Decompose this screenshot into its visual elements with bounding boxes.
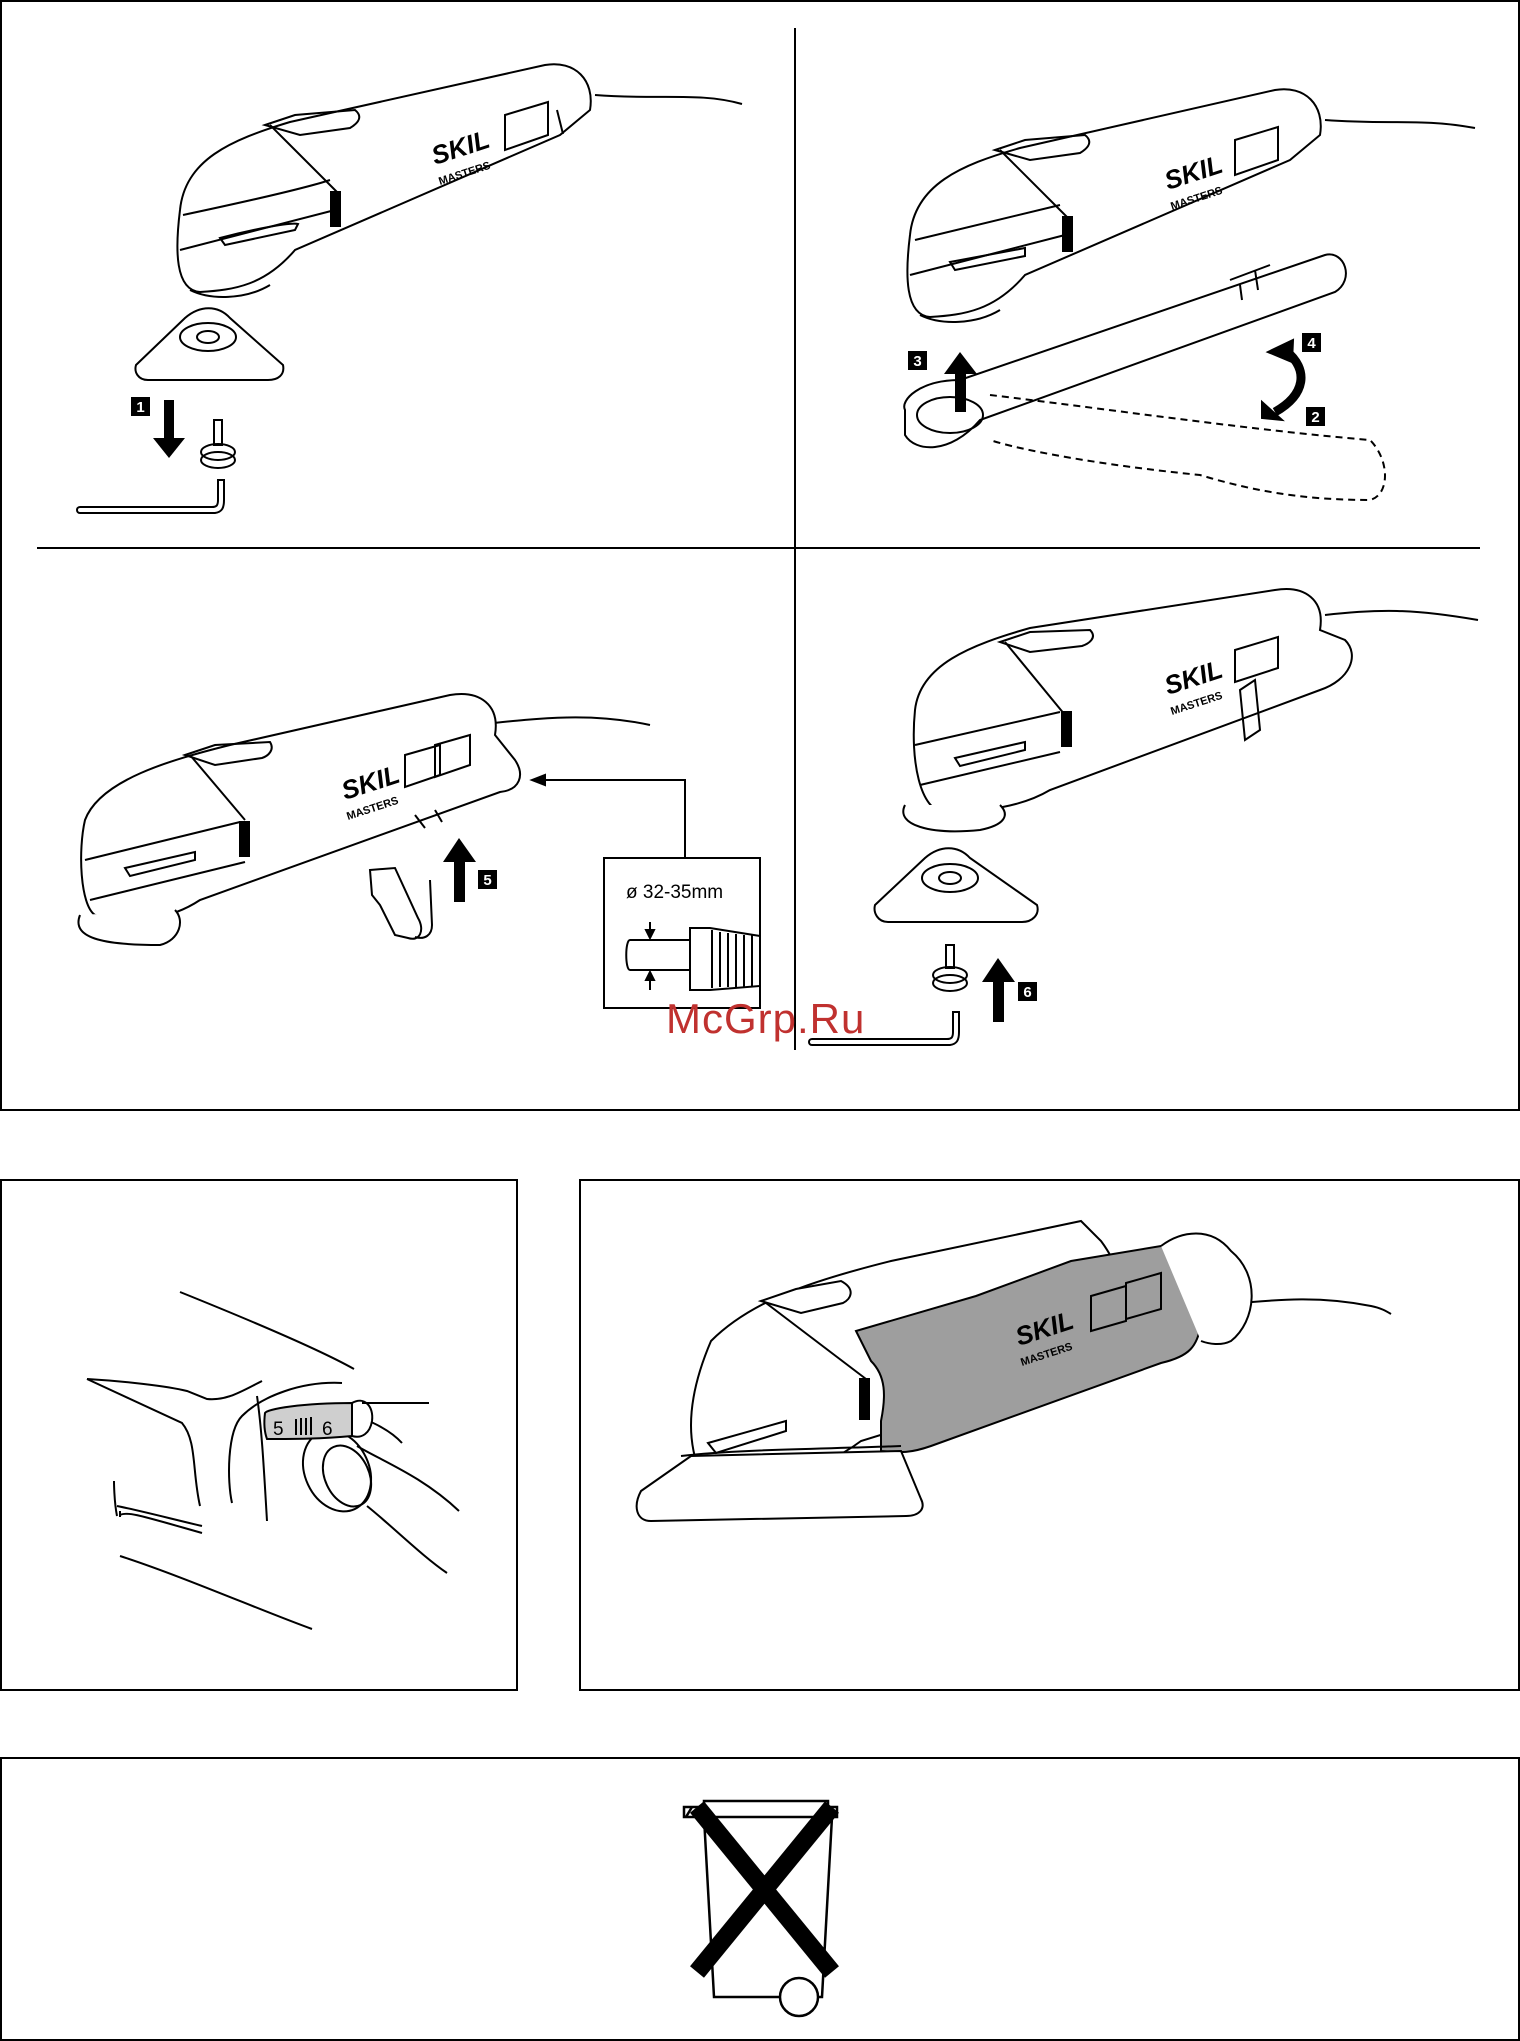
rotation-arrow-icon (1262, 340, 1301, 420)
hose-diameter-label: ø 32-35mm (626, 882, 723, 903)
crossed-out-bin-icon (2, 1759, 1518, 2039)
sanding-pad-q4 (875, 848, 1038, 922)
disposal-panel (0, 1757, 1520, 2041)
step-badge-2: 2 (1306, 407, 1325, 426)
svg-text:1: 1 (136, 399, 144, 416)
screw-q4 (933, 945, 967, 991)
grip-area-figure: SKIL MASTERS (581, 1181, 1518, 1689)
sander-illustration-q3 (78, 694, 650, 945)
speed-dial-panel: 5 6 (0, 1179, 518, 1691)
arrow-up-icon-step5 (443, 838, 476, 902)
svg-text:3: 3 (913, 353, 921, 370)
step-badge-3: 3 (908, 351, 927, 370)
svg-text:4: 4 (1307, 335, 1316, 352)
step-badge-6: 6 (1018, 982, 1037, 1001)
clip-part (370, 868, 432, 939)
assembly-figure: SKIL MASTERS (0, 0, 1520, 1111)
svg-text:5: 5 (483, 872, 491, 889)
watermark: McGrp.Ru (666, 995, 865, 1043)
arrow-down-icon-step1 (153, 400, 185, 458)
step-badge-1: 1 (131, 397, 150, 416)
arrow-up-icon-step6 (982, 958, 1015, 1022)
step-badge-5: 5 (478, 870, 497, 889)
svg-text:2: 2 (1311, 409, 1319, 426)
sander-illustration-q2 (904, 89, 1475, 500)
speed-low-label: 5 (273, 1419, 284, 1440)
speed-dial-figure: 5 6 (2, 1181, 516, 1689)
hex-key-q1 (77, 480, 224, 513)
screw-q1 (201, 420, 235, 468)
sanding-pad-q1 (136, 308, 284, 380)
step-badge-4: 4 (1302, 333, 1321, 352)
speed-high-label: 6 (322, 1419, 333, 1440)
grip-area-panel: SKIL MASTERS (579, 1179, 1520, 1691)
svg-text:6: 6 (1023, 984, 1031, 1001)
